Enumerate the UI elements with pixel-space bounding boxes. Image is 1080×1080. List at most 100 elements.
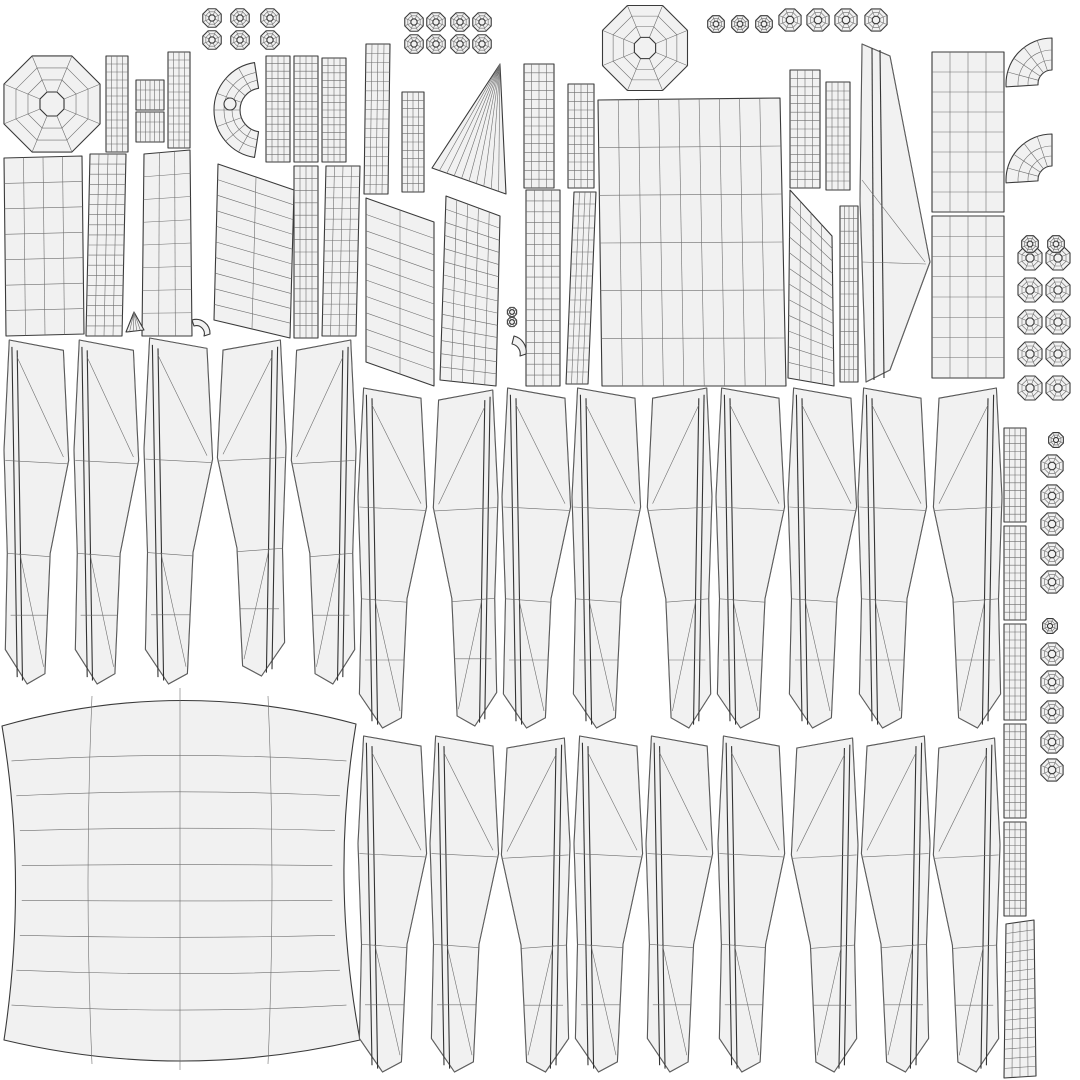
octagon-col-d-0 xyxy=(1040,642,1064,666)
octagon-col-c-3-spoke-3 xyxy=(1040,555,1049,559)
octagon-tiny-0-spoke-3 xyxy=(507,312,510,315)
leg-panel-r3-3-inner xyxy=(501,737,571,1073)
strip-island-n xyxy=(321,165,361,337)
octagon-col-a-2-spoke-7 xyxy=(1033,316,1043,321)
octagon-tiny-0-spoke-4 xyxy=(507,309,510,312)
octagon-small-strip-5-spoke-1 xyxy=(847,23,851,32)
tall-panel-island-seam-3 xyxy=(861,261,927,265)
octagon-island-large-left xyxy=(3,55,101,153)
leg-panel-r2-5-inner xyxy=(647,387,713,729)
octagon-island-top-center xyxy=(601,4,689,92)
leg-panel-r1-2-seam-0 xyxy=(81,346,88,678)
leg-panel-r1-3-seam-1 xyxy=(157,348,165,681)
leg-panel-r3-2-seam-1 xyxy=(443,746,451,1069)
leg-panel-r2-5-seam-5 xyxy=(652,404,700,504)
leg-panel-r3-6-seam-1 xyxy=(731,746,738,1069)
strip-island-c xyxy=(265,55,291,163)
octagon-small-row-1-spoke-2 xyxy=(431,24,436,32)
leg-panel-r3-6-inner xyxy=(717,735,785,1073)
octagon-small-top-5-spoke-2 xyxy=(265,42,270,50)
octagon-small-row-4-spoke-4 xyxy=(404,39,412,44)
octagon-island-large-left-spoke-2 xyxy=(31,115,48,153)
leg-panel-r2-4-seam-5 xyxy=(585,404,636,504)
leg-panel-r1-3-seam-5 xyxy=(157,355,208,456)
rect-island-left-c-row-4 xyxy=(142,242,192,246)
octagon-tiny-1-spoke-1 xyxy=(512,324,515,327)
leg-panel-r2-8-seam-5 xyxy=(871,404,922,504)
octagon-col-a-1-spoke-6 xyxy=(1031,277,1036,287)
strip-island-g xyxy=(401,91,425,193)
leg-panel-r3-2-seam-2 xyxy=(431,853,498,858)
curved-island-a xyxy=(439,195,501,387)
leg-panel-r2-6-seam-6 xyxy=(732,598,759,712)
octagon-col-c-top-spoke-7 xyxy=(1058,436,1064,440)
leg-panel-r3-5-seam-5 xyxy=(659,752,708,851)
octagon-col-d-1-spoke-3 xyxy=(1040,683,1049,687)
leg-panel-r3-5-seam-2 xyxy=(647,853,712,858)
octagon-small-top-0-spoke-4 xyxy=(202,13,210,18)
leg-panel-r3-8-seam-5 xyxy=(866,752,917,851)
curved-strip-bottom-right-row-10 xyxy=(1004,1017,1036,1021)
octagon-col-a-4-outline xyxy=(1017,375,1043,401)
leg-panel-r3-1-seam-2 xyxy=(359,853,426,858)
leg-panel-r1-4 xyxy=(216,339,287,677)
octagon-col-b-1-spoke-7 xyxy=(1061,284,1071,289)
octagon-col-d-1-spoke-1 xyxy=(1053,685,1057,694)
leg-panel-r3-1 xyxy=(357,735,428,1073)
octagon-small-top-1-spoke-6 xyxy=(240,8,245,16)
octagon-col-d-2-spoke-6 xyxy=(1053,700,1057,709)
octagon-col-b-3-spoke-3 xyxy=(1045,355,1055,360)
skewed-island-b-row-2 xyxy=(365,230,435,256)
octagon-small-top-1 xyxy=(230,8,250,28)
curved-island-a-row-10 xyxy=(441,327,498,338)
octagon-col-d-top-spoke-5 xyxy=(1046,618,1050,624)
octagon-small-top-4-spoke-1 xyxy=(240,42,245,50)
octagon-col-a-0 xyxy=(1017,245,1043,271)
octagon-small-top-5-spoke-7 xyxy=(272,35,280,40)
octagon-col-c-1-spoke-5 xyxy=(1047,484,1051,493)
octagon-small-top-1-spoke-3 xyxy=(230,18,238,23)
leg-panel-r1-3-inner xyxy=(143,337,213,685)
octagon-col-a-2-spoke-4 xyxy=(1017,316,1027,321)
skewed-island-a-row-2 xyxy=(217,194,294,220)
octagon-col-a-2-spoke-6 xyxy=(1031,309,1036,319)
curved-island-a-outline xyxy=(439,195,501,387)
arc-island-c-spoke-3 xyxy=(1023,143,1044,170)
octagon-small-strip-4-spoke-1 xyxy=(819,23,823,32)
octagon-small-strip-6-spoke-5 xyxy=(871,8,875,17)
octagon-col-c-0-spoke-3 xyxy=(1040,467,1049,471)
octagon-small-strip-0-spoke-4 xyxy=(707,20,714,24)
leg-panel-r2-9-seam-5 xyxy=(938,404,989,504)
arc-island-c-ring-0 xyxy=(1027,155,1053,182)
octagon-small-strip-4-spoke-7 xyxy=(821,15,830,19)
octagon-col-b-1 xyxy=(1045,277,1071,303)
leg-panel-r3-3-seam-1 xyxy=(549,748,557,1069)
octagon-small-strip-6-spoke-4 xyxy=(864,15,873,19)
leg-panel-r1-3-seam-6 xyxy=(160,552,187,667)
octagon-small-row-1-spoke-6 xyxy=(436,12,441,20)
leg-panel-r2-2-seam-0 xyxy=(484,396,491,720)
octagon-col-c-top-spoke-2 xyxy=(1052,442,1056,448)
octagon-small-strip-5-spoke-7 xyxy=(849,15,858,19)
octagon-col-a-3-spoke-6 xyxy=(1031,341,1036,351)
arc-island-c-spoke-1 xyxy=(1007,167,1039,177)
leg-panel-r2-6-seam-2 xyxy=(717,506,784,511)
octagon-small-row-2-spoke-3 xyxy=(450,22,458,27)
leg-panel-r3-3-seam-3 xyxy=(520,944,567,949)
curved-island-a-row-12 xyxy=(440,353,497,363)
octagon-small-top-5-spoke-5 xyxy=(265,30,270,38)
octagon-col-b-4-spoke-6 xyxy=(1059,375,1064,385)
octagon-col-b-0-spoke-3 xyxy=(1045,259,1055,264)
octagon-small-top-2-spoke-1 xyxy=(270,20,275,28)
tall-panel-island-seam-2 xyxy=(861,179,926,263)
octagon-col-a-top xyxy=(1021,235,1039,253)
octagon-col-c-4-spoke-4 xyxy=(1040,577,1049,581)
leg-panel-r1-4-seam-1 xyxy=(265,350,273,673)
octagon-small-strip-5-spoke-0 xyxy=(849,21,858,25)
leg-panel-r2-2-seam-5 xyxy=(438,406,486,505)
leg-panel-r2-3-seam-6 xyxy=(518,598,545,712)
octagon-small-row-6-spoke-0 xyxy=(462,44,470,49)
leg-panel-r3-2-inner xyxy=(429,735,499,1073)
leg-panel-r2-7-seam-0 xyxy=(795,394,803,722)
